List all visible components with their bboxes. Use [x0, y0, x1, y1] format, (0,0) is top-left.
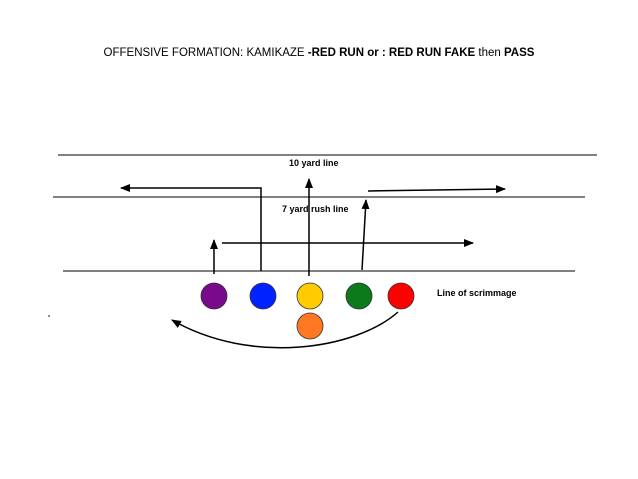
- rush-line-label: 7 yard rush line: [282, 204, 349, 214]
- title-part3: PASS: [503, 47, 535, 59]
- title-prefix: OFFENSIVE FORMATION: KAMIKAZE: [103, 47, 308, 59]
- player-yellow: [296, 282, 324, 310]
- player-red: [387, 282, 415, 310]
- player-blue: [249, 282, 277, 310]
- blue-route-arrow: [120, 184, 262, 271]
- player-purple: [200, 282, 228, 310]
- player-orange: [296, 312, 324, 340]
- scrimmage-label: Line of scrimmage: [437, 288, 517, 298]
- title-part2: then: [475, 47, 504, 59]
- ten-yard-label: 10 yard line: [289, 158, 339, 168]
- player-green: [345, 282, 373, 310]
- green-route-break-arrow: [367, 185, 506, 194]
- green-route-arrow: [361, 199, 370, 271]
- red-run-curve-arrow: [171, 311, 399, 349]
- formation-title: OFFENSIVE FORMATION: KAMIKAZE -RED RUN o…: [0, 47, 638, 59]
- stray-dot: [48, 315, 50, 317]
- title-part1: -RED RUN or : RED RUN FAKE: [307, 47, 476, 59]
